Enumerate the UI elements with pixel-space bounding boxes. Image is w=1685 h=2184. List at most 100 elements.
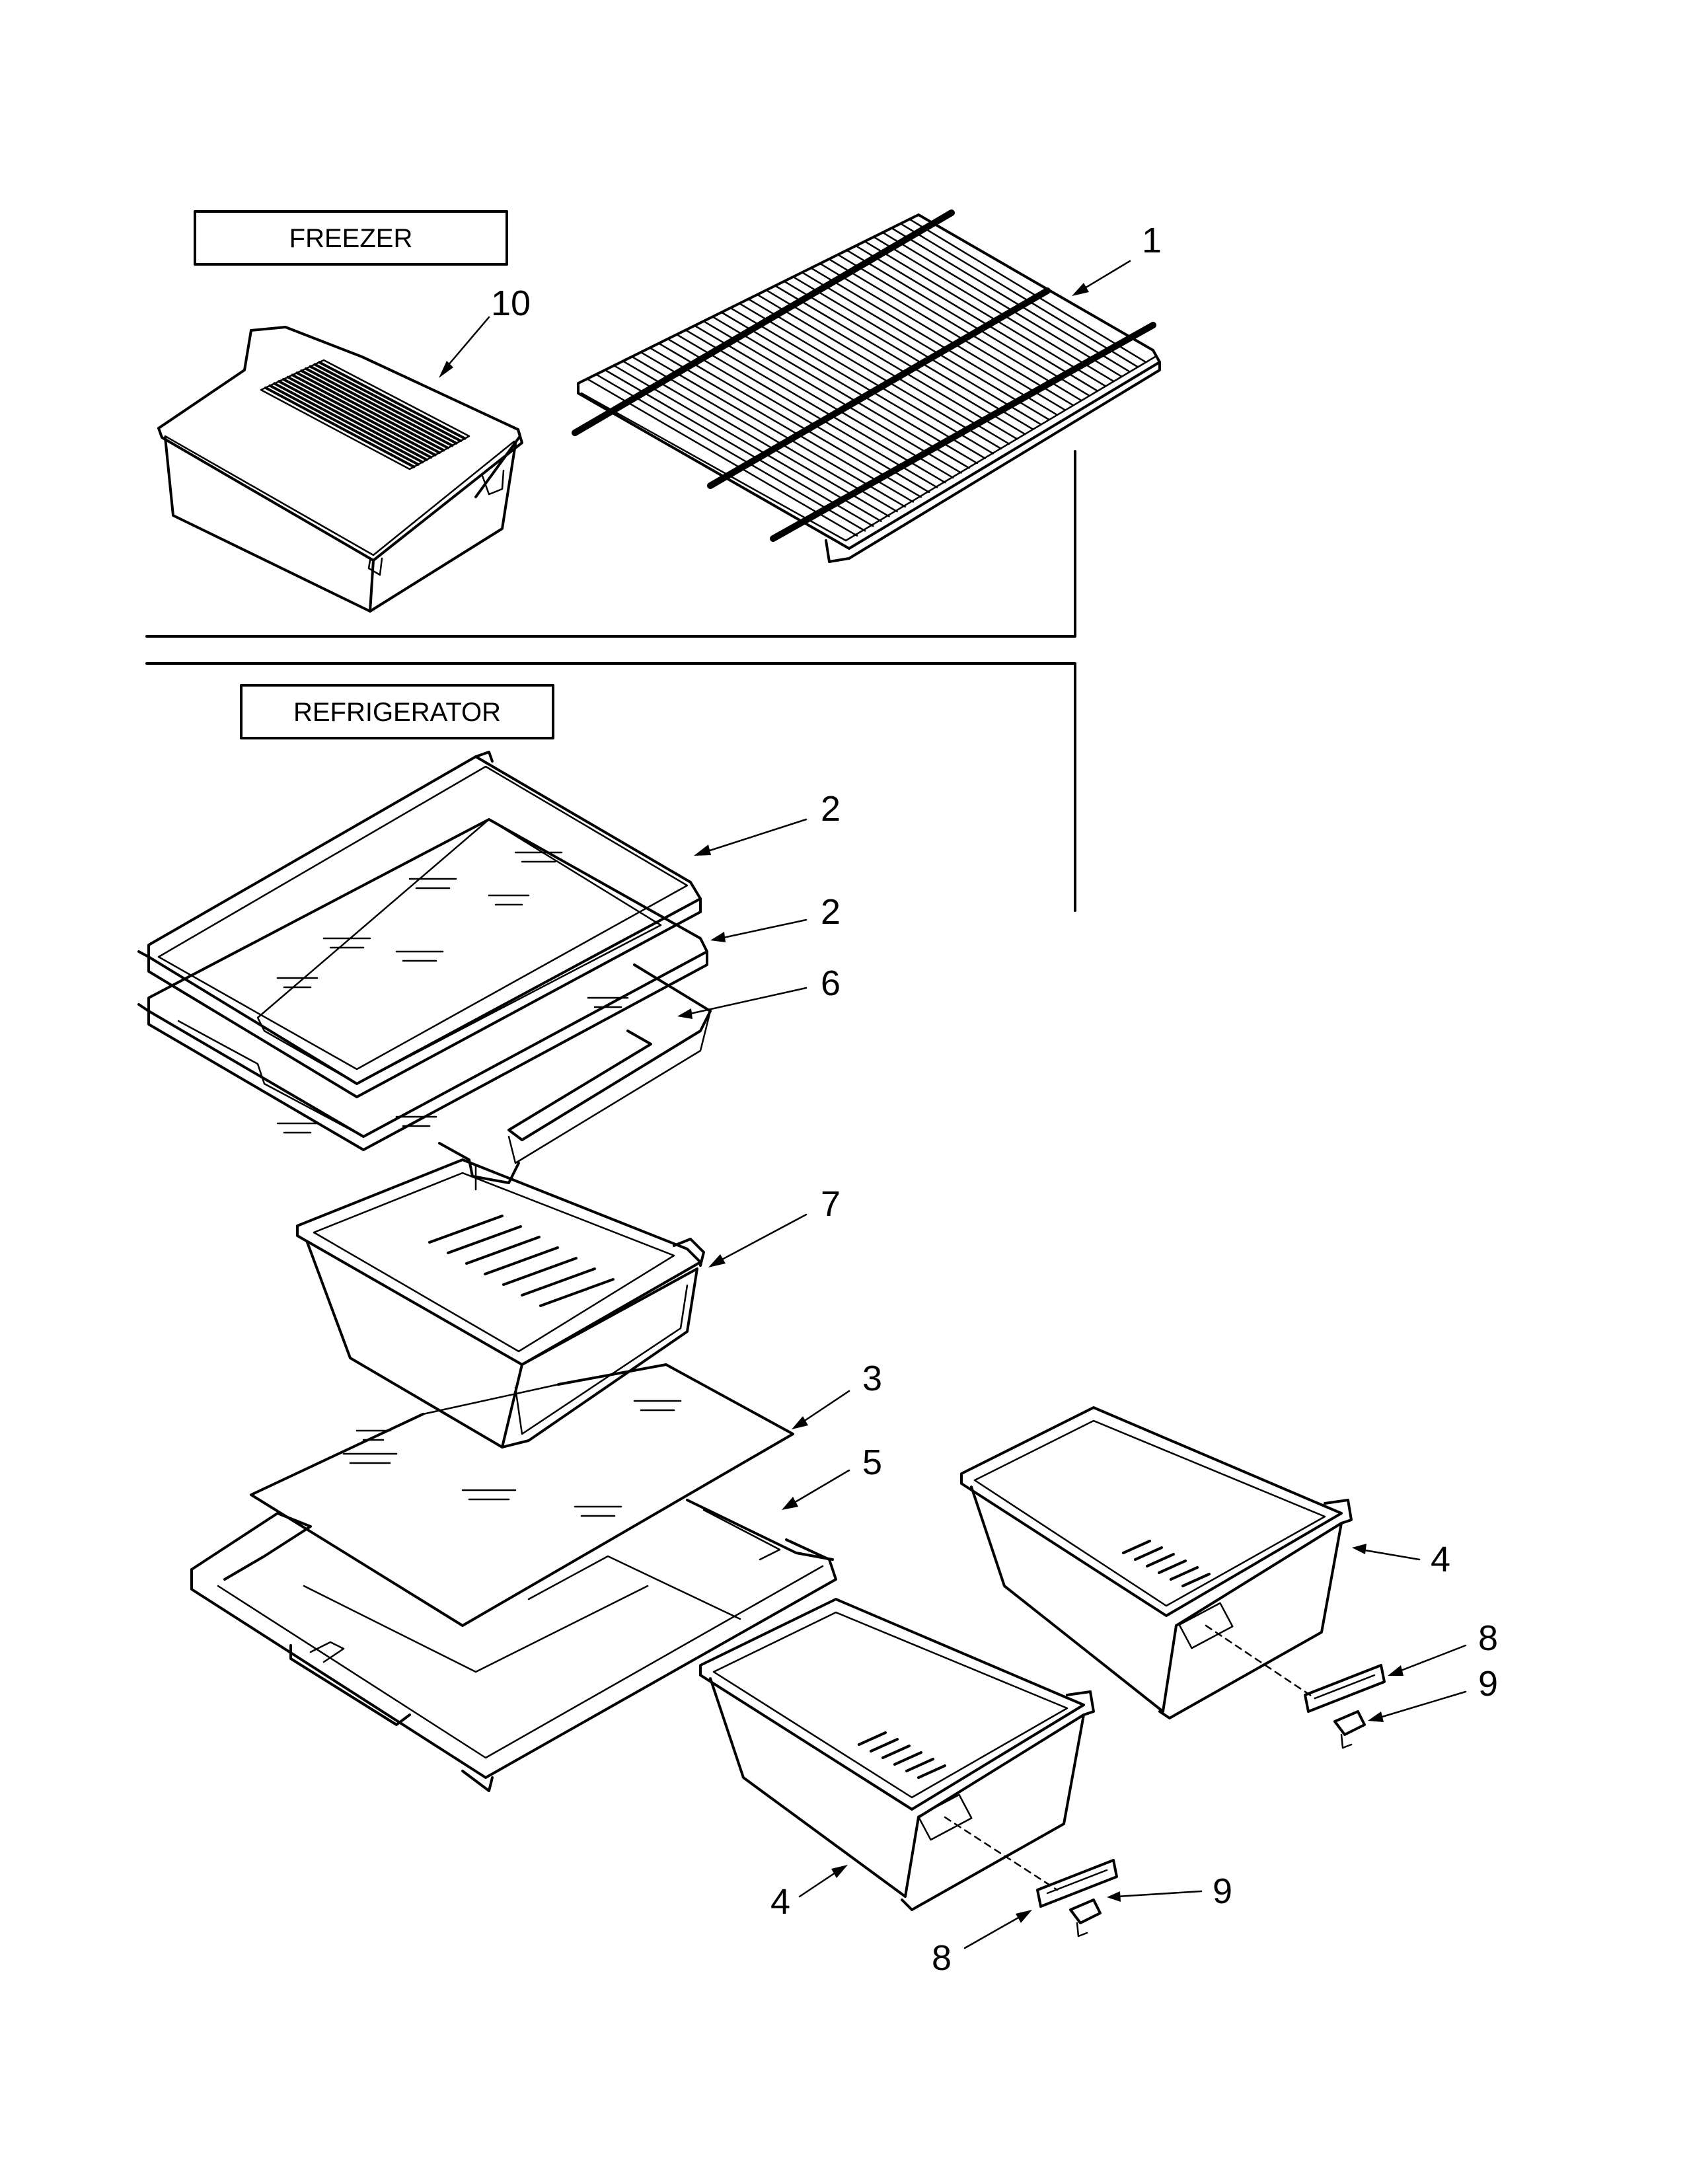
- basket-rib: [281, 377, 433, 459]
- callout-7: 7: [708, 1184, 841, 1267]
- crisper-frame-drawing: [190, 1499, 837, 1792]
- shelf-wire-rod: [622, 360, 890, 517]
- crisper-left-drawing: [699, 1598, 1095, 1911]
- callout-9b: 9: [1107, 1871, 1232, 1911]
- pan-rib: [502, 1257, 578, 1286]
- crisper-rib: [1170, 1566, 1199, 1581]
- callout-label-4b: 4: [770, 1882, 790, 1922]
- shelf-wire-rod: [783, 280, 1034, 430]
- pan-rib: [447, 1225, 522, 1254]
- crisper-rib: [1146, 1553, 1175, 1567]
- basket-rib: [286, 375, 437, 457]
- shelf-wire-rod: [899, 223, 1139, 367]
- shelf-wire-rod: [631, 356, 898, 513]
- shelf-wire-rod: [837, 254, 1082, 402]
- freezer-basket-drawing: [157, 326, 523, 613]
- callout-9a: 9: [1368, 1664, 1498, 1722]
- shelf-wire-rod: [702, 320, 962, 474]
- crisper-rib: [917, 1764, 946, 1779]
- callout-4b: 4: [770, 1865, 848, 1922]
- basket-rib: [309, 365, 458, 445]
- shelf-wire-rod: [819, 262, 1067, 411]
- shelf-wire-rod: [872, 236, 1114, 382]
- crisper-rib: [870, 1738, 899, 1752]
- callout-label-5: 5: [862, 1443, 882, 1482]
- shelf-wire-rod: [640, 351, 906, 508]
- pan-rib: [484, 1246, 559, 1275]
- crisper-rib: [1181, 1573, 1211, 1587]
- crisper-rib: [1158, 1560, 1187, 1574]
- knob-left-drawing: [1069, 1899, 1102, 1938]
- callout-5: 5: [782, 1443, 882, 1510]
- callout-label-8a: 8: [1478, 1618, 1498, 1658]
- shelf-wire-rod: [595, 373, 866, 532]
- callout-label-6: 6: [821, 963, 841, 1003]
- shelf-wire-rod: [738, 302, 994, 455]
- callout-6: 6: [677, 963, 841, 1019]
- callout-label-9b: 9: [1213, 1871, 1232, 1911]
- section-dividers: [145, 450, 1076, 912]
- callout-2a: 2: [694, 789, 841, 856]
- basket-rib: [304, 367, 454, 447]
- shelf-wire-rod: [747, 298, 1002, 450]
- shelf-wire-rod: [604, 369, 874, 527]
- shelf-wire-rod: [774, 285, 1026, 435]
- callout-label-4a: 4: [1431, 1540, 1450, 1579]
- basket-rib: [268, 384, 420, 466]
- callout-label-2b: 2: [821, 892, 841, 932]
- pan-rib: [465, 1236, 541, 1265]
- pan-rib: [521, 1267, 596, 1297]
- callout-label-3: 3: [862, 1359, 882, 1398]
- knob-right-drawing: [1333, 1710, 1366, 1749]
- callout-label-10: 10: [491, 283, 531, 323]
- basket-floor-ribs: [260, 359, 470, 471]
- basket-rib: [313, 363, 463, 443]
- shelf-wire-rod: [730, 307, 987, 459]
- crisper-rib: [1122, 1540, 1151, 1554]
- basket-rib: [300, 369, 449, 449]
- basket-rib: [295, 371, 445, 452]
- shelf-wire-rod: [657, 342, 922, 498]
- shelf-wire-rod: [720, 311, 978, 465]
- basket-rib: [278, 380, 428, 461]
- crisper-rib: [905, 1758, 934, 1772]
- shelf-wire-rod: [693, 324, 954, 479]
- callout-1: 1: [1072, 221, 1162, 296]
- callout-10: 10: [439, 283, 531, 378]
- basket-rib: [291, 373, 441, 454]
- crisper-rib: [858, 1731, 887, 1746]
- glass-cover-drawing: [250, 1363, 794, 1627]
- shelf-wire-rod: [712, 316, 970, 469]
- basket-rib: [264, 386, 416, 469]
- shelf-wire-rod: [810, 267, 1058, 416]
- callout-8a: 8: [1388, 1618, 1498, 1676]
- svg-text:FREEZER: FREEZER: [289, 224, 413, 253]
- shelf-wire-rod: [756, 293, 1010, 445]
- shelf-wire-rod: [854, 245, 1098, 392]
- callout-label-1: 1: [1142, 221, 1162, 260]
- shelf-wire-rod: [586, 378, 858, 537]
- wire-shelf-drawing: [572, 209, 1161, 563]
- basket-rib: [318, 361, 467, 440]
- crisper-rib: [893, 1751, 922, 1766]
- refrigerator-section-label: REFRIGERATOR: [240, 684, 554, 739]
- pan-rib: [539, 1278, 615, 1307]
- slide-left-drawing: [944, 1816, 1118, 1908]
- meat-pan-drawing: [296, 1158, 705, 1449]
- shelf-wire-rod: [828, 258, 1074, 406]
- freezer-section-label: FREEZER: [194, 210, 508, 266]
- callout-label-9a: 9: [1478, 1664, 1498, 1704]
- callout-label-7: 7: [821, 1184, 841, 1224]
- crisper-rib: [881, 1745, 911, 1759]
- shelf-wire-rod: [881, 231, 1122, 377]
- glass-shelves-drawing: [137, 751, 708, 1151]
- shelf-wire-rod: [613, 364, 882, 522]
- callout-8b: 8: [932, 1910, 1032, 1978]
- shelf-wire-rod: [801, 271, 1050, 421]
- crisper-rib: [1134, 1546, 1163, 1561]
- slide-right-drawing: [1205, 1624, 1386, 1713]
- callout-4a: 4: [1352, 1540, 1450, 1579]
- svg-text:REFRIGERATOR: REFRIGERATOR: [293, 698, 501, 727]
- callout-label-2a: 2: [821, 789, 841, 829]
